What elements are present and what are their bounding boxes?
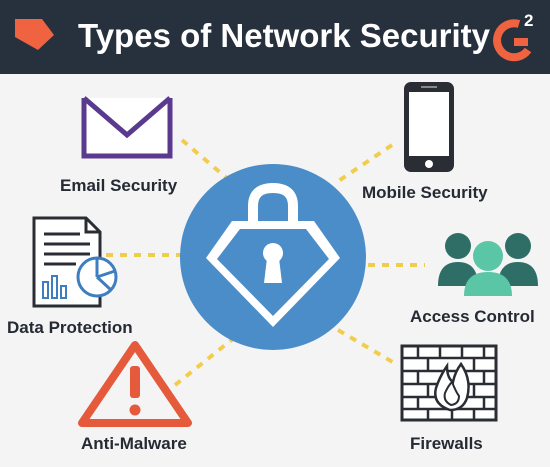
smartphone-icon xyxy=(404,82,454,172)
label-anti-malware: Anti-Malware xyxy=(81,434,187,453)
svg-text:2: 2 xyxy=(524,11,533,30)
warning-triangle-icon xyxy=(78,341,192,427)
label-email-security: Email Security xyxy=(60,176,178,195)
people-group-icon xyxy=(438,233,538,296)
connector-malware xyxy=(173,336,236,387)
label-data-protection: Data Protection xyxy=(7,318,133,337)
header-bar: Types of Network Security 2 xyxy=(0,0,550,74)
network-diagram xyxy=(32,82,538,427)
g2-logo-icon: 2 xyxy=(486,10,542,71)
page-title: Types of Network Security xyxy=(78,17,491,54)
connector-mobile xyxy=(332,143,394,186)
label-firewalls: Firewalls xyxy=(410,434,483,453)
brand-logo-icon xyxy=(12,13,56,58)
envelope-icon xyxy=(81,96,173,159)
document-chart-icon xyxy=(32,216,118,308)
label-mobile-security: Mobile Security xyxy=(362,183,488,202)
connector-firewall xyxy=(336,328,398,366)
brick-wall-fire-icon xyxy=(400,344,498,422)
label-access-control: Access Control xyxy=(410,307,535,326)
lock-shield-icon xyxy=(180,164,366,350)
